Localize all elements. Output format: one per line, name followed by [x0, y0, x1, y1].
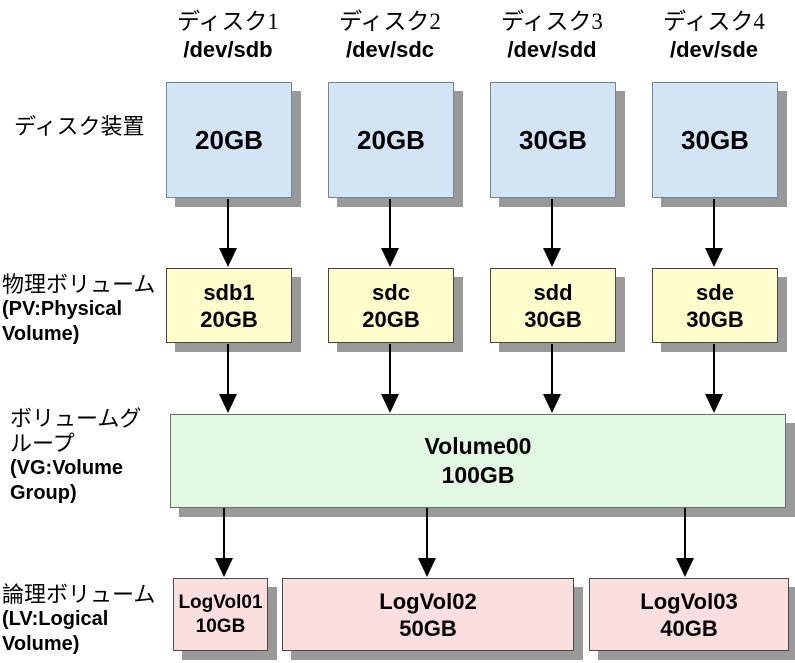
arrow-pv1-to-vg: [219, 344, 237, 413]
row-label-vg-ja2: ループ: [10, 431, 75, 456]
lv-box-logvol02: LogVol02 50GB: [282, 578, 574, 651]
disk-box-sdc: 20GB: [328, 82, 454, 198]
lv-box-logvol03-name: LogVol03: [640, 588, 738, 614]
lv-box-logvol02-name: LogVol02: [379, 588, 477, 614]
lv-box-logvol01-name: LogVol01: [178, 591, 263, 613]
disk2-header: ディスク2 /dev/sdc: [305, 8, 475, 64]
row-label-vg-en2: Group): [10, 482, 77, 504]
arrow-vg-to-lv3: [676, 508, 694, 577]
arrow-pv4-to-vg: [705, 344, 723, 413]
disk4-device-path: /dev/sde: [669, 37, 759, 62]
disk3-device-path: /dev/sdd: [507, 37, 597, 62]
disk1-title: ディスク1: [177, 9, 279, 34]
row-label-pv-en2: Volume): [2, 323, 80, 345]
disk1-device-path: /dev/sdb: [183, 37, 273, 62]
row-label-lv-en1: (LV:Logical: [2, 608, 109, 630]
arrow-pv2-to-vg: [381, 344, 399, 413]
pv-box-sdb1-size: 20GB: [200, 306, 258, 332]
disk3-title: ディスク3: [501, 9, 603, 34]
pv-box-sde-size: 30GB: [686, 306, 744, 332]
disk-box-sdb-size: 20GB: [195, 124, 263, 155]
disk-box-sdd: 30GB: [490, 82, 616, 198]
pv-box-sdb1: sdb1 20GB: [166, 268, 292, 343]
pv-box-sdb1-name: sdb1: [203, 279, 255, 305]
disk-box-sdd-size: 30GB: [519, 124, 587, 155]
row-label-logical-volume: 論理ボリューム (LV:Logical Volume): [2, 582, 155, 657]
vg-box-name: Volume00: [424, 433, 532, 459]
disk-box-sde: 30GB: [652, 82, 778, 198]
disk4-title: ディスク4: [663, 9, 765, 34]
row-label-vg-en1: (VG:Volume: [10, 457, 123, 479]
disk1-header: ディスク1 /dev/sdb: [143, 8, 313, 64]
disk-box-sdb: 20GB: [166, 82, 292, 198]
pv-box-sdd-size: 30GB: [524, 306, 582, 332]
disk2-device-path: /dev/sdc: [345, 37, 435, 62]
lv-box-logvol01-size: 10GB: [195, 615, 246, 637]
disk-box-sdc-size: 20GB: [357, 124, 425, 155]
lv-box-logvol03-size: 40GB: [660, 615, 718, 641]
row-label-lv-ja: 論理ボリューム: [2, 582, 156, 607]
pv-box-sdd-name: sdd: [533, 279, 573, 305]
pv-box-sdc: sdc 20GB: [328, 268, 454, 343]
arrow-disk2-to-pv2: [381, 199, 399, 267]
row-label-pv-en1: (PV:Physical: [2, 298, 123, 320]
arrow-disk1-to-pv1: [219, 199, 237, 267]
lv-box-logvol01: LogVol01 10GB: [173, 578, 268, 651]
pv-box-sde-name: sde: [696, 279, 734, 305]
vg-box-size: 100GB: [441, 462, 515, 488]
disk-box-sde-size: 30GB: [681, 124, 749, 155]
pv-box-sdd: sdd 30GB: [490, 268, 616, 343]
row-label-volume-group: ボリュームグ ループ (VG:Volume Group): [10, 406, 141, 506]
lv-box-logvol03: LogVol03 40GB: [589, 578, 789, 651]
disk4-header: ディスク4 /dev/sde: [629, 8, 795, 64]
arrow-pv3-to-vg: [543, 344, 561, 413]
pv-box-sde: sde 30GB: [652, 268, 778, 343]
disk2-title: ディスク2: [339, 9, 441, 34]
row-label-disk-devices: ディスク装置: [14, 114, 144, 139]
arrow-disk3-to-pv3: [543, 199, 561, 267]
lv-box-logvol02-size: 50GB: [399, 615, 457, 641]
pv-box-sdc-name: sdc: [372, 279, 410, 305]
vg-box-volume00: Volume00 100GB: [170, 414, 786, 508]
row-label-pv-ja: 物理ボリューム: [2, 272, 156, 297]
arrow-disk4-to-pv4: [705, 199, 723, 267]
row-label-disk-ja: ディスク装置: [14, 114, 145, 139]
arrow-vg-to-lv2: [418, 508, 436, 577]
row-label-physical-volume: 物理ボリューム (PV:Physical Volume): [2, 272, 155, 347]
row-label-vg-ja1: ボリュームグ: [10, 406, 142, 431]
arrow-vg-to-lv1: [215, 508, 233, 577]
disk3-header: ディスク3 /dev/sdd: [467, 8, 637, 64]
pv-box-sdc-size: 20GB: [362, 306, 420, 332]
row-label-lv-en2: Volume): [2, 633, 80, 655]
